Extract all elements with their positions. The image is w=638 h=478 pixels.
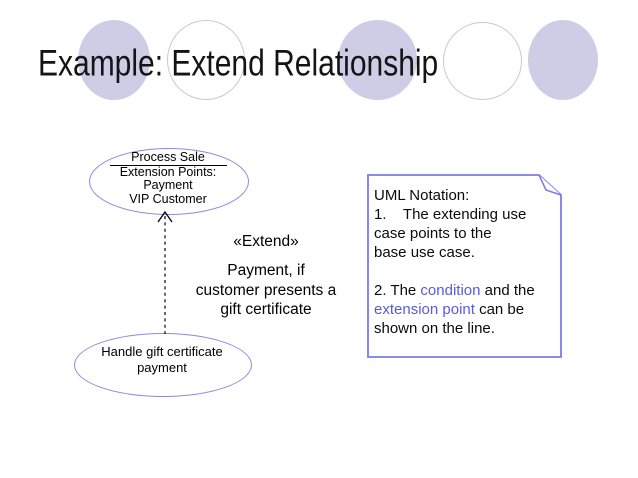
note-fold-corner-icon bbox=[538, 174, 562, 196]
condition-line-2: customer presents a bbox=[195, 281, 337, 299]
note-outline bbox=[367, 174, 562, 358]
extension-point-keyword: extension point bbox=[374, 301, 475, 318]
base-use-case-ellipse bbox=[89, 148, 249, 215]
decor-circle-1 bbox=[78, 20, 150, 100]
note-line-6: 2. The condition and the bbox=[374, 282, 535, 299]
decor-circle-2 bbox=[167, 20, 245, 100]
note-text: UML Notation: 1. The extending use case … bbox=[374, 186, 535, 338]
extend-condition-text: Payment, if customer presents a gift cer… bbox=[180, 261, 352, 320]
extension-points-label: Extension Points: bbox=[119, 164, 217, 179]
note-line-3: case points to the bbox=[374, 225, 492, 242]
base-use-case-name: Process Sale bbox=[89, 150, 247, 166]
note-shape bbox=[367, 174, 562, 358]
note-line-4: base use case. bbox=[374, 244, 475, 261]
note-line-1: UML Notation: bbox=[374, 187, 470, 204]
note-line-5-blank bbox=[374, 262, 535, 281]
decor-circle-5 bbox=[528, 20, 598, 100]
extension-point-vip: VIP Customer bbox=[129, 191, 207, 206]
note-line-2: 1. The extending use bbox=[374, 206, 527, 223]
extending-use-case-ellipse bbox=[74, 333, 252, 397]
decor-circle-3 bbox=[338, 20, 417, 100]
uml-note: UML Notation: 1. The extending use case … bbox=[367, 174, 563, 359]
extending-use-case-text: Handle gift certificate payment bbox=[74, 344, 250, 376]
arrowhead-icon bbox=[157, 210, 173, 223]
extend-dashed-arrow bbox=[157, 210, 173, 334]
extending-use-case-name-line1: Handle gift certificate bbox=[101, 344, 223, 359]
extend-stereotype: «Extend» bbox=[233, 233, 299, 250]
decor-circle-4 bbox=[443, 22, 522, 100]
base-use-case-text: Process Sale Extension Points: Payment V… bbox=[89, 150, 247, 206]
slide-title: Example: Extend Relationship bbox=[38, 42, 439, 84]
extension-point-payment: Payment bbox=[143, 178, 193, 192]
condition-keyword: condition bbox=[420, 282, 481, 299]
note-line-8: shown on the line. bbox=[374, 320, 495, 337]
condition-line-3: gift certificate bbox=[220, 301, 312, 318]
condition-line-1: Payment, if bbox=[227, 262, 305, 279]
note-line-7: extension point can be bbox=[374, 301, 525, 318]
extending-use-case-name-line2: payment bbox=[137, 360, 187, 375]
